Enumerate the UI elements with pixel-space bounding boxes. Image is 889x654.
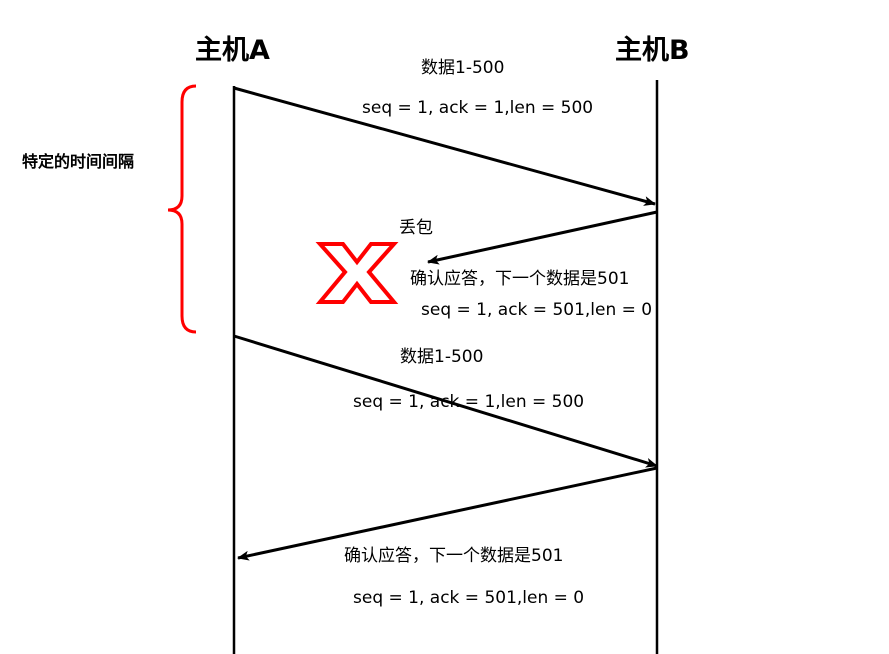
message-4-detail: seq = 1, ack = 501,len = 0 [353, 588, 585, 608]
host-b-label: 主机B [615, 35, 690, 66]
arrow-data-1 [233, 86, 656, 206]
message-2-title: 确认应答，下一个数据是501 [410, 269, 630, 289]
interval-label: 特定的时间间隔 [22, 152, 135, 171]
arrow-ack-lost [427, 210, 658, 265]
message-4-title: 确认应答，下一个数据是501 [344, 546, 564, 566]
cross-mark-icon [315, 242, 399, 304]
packet-loss-note: 丢包 [399, 218, 433, 238]
arrow-ack-final [237, 466, 658, 561]
message-2-detail: seq = 1, ack = 501,len = 0 [421, 300, 653, 320]
host-a-label: 主机A [195, 35, 270, 66]
message-3-detail: seq = 1, ack = 1,len = 500 [353, 392, 585, 412]
interval-brace [167, 84, 197, 334]
arrow-data-retransmit [233, 334, 658, 468]
message-3-title: 数据1-500 [400, 347, 484, 367]
message-1-detail: seq = 1, ack = 1,len = 500 [362, 98, 594, 118]
message-1-title: 数据1-500 [421, 58, 505, 78]
